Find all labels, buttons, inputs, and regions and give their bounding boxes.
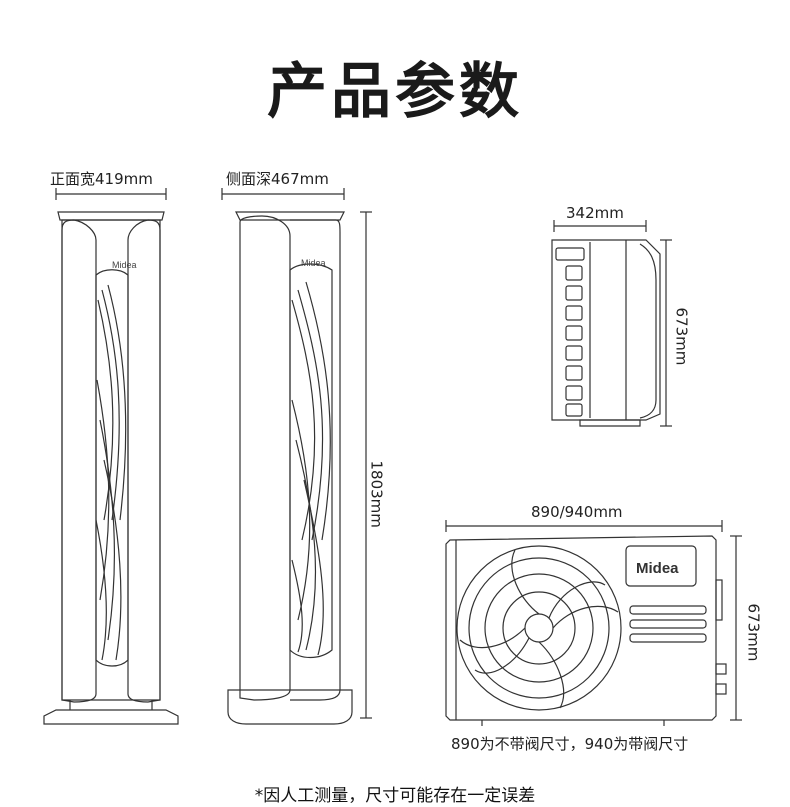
large-unit-width-label: 890/940mm	[531, 503, 623, 521]
midea-logo-front: Midea	[112, 260, 137, 270]
midea-logo-side: Midea	[301, 258, 326, 268]
indoor-side-view	[221, 188, 372, 725]
outdoor-side-view	[551, 220, 672, 427]
front-width-label: 正面宽419mm	[50, 170, 153, 188]
page-title: 产品参数	[267, 57, 523, 127]
side-depth-label: 侧面深467mm	[226, 170, 329, 188]
indoor-front-view	[43, 188, 179, 725]
outdoor-front-view	[445, 520, 742, 726]
midea-logo-outdoor: Midea	[636, 560, 679, 577]
valve-size-note: 890为不带阀尺寸，940为带阀尺寸	[451, 735, 689, 753]
measurement-disclaimer: *因人工测量，尺寸可能存在一定误差	[254, 786, 536, 806]
small-unit-width-label: 342mm	[566, 204, 624, 222]
